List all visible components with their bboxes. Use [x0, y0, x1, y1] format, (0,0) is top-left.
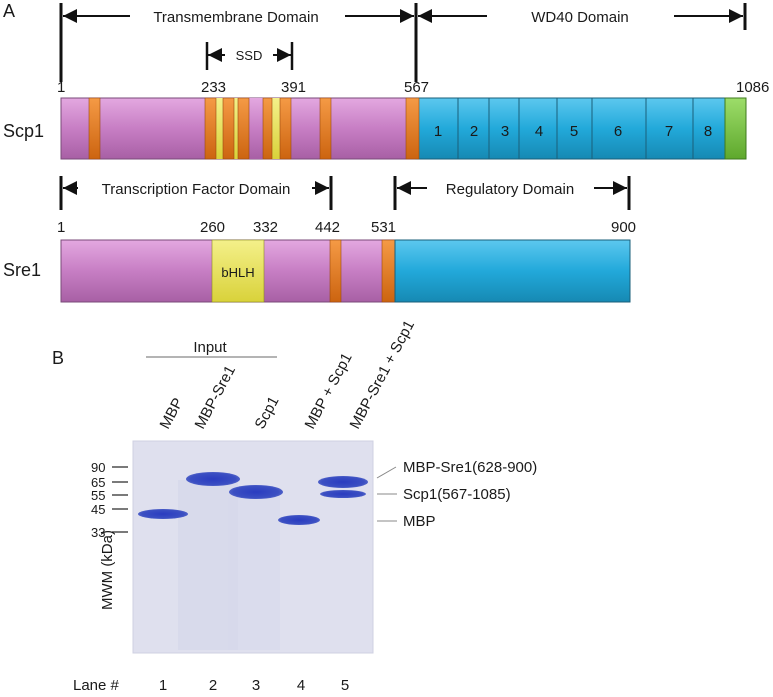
tm-helix	[405, 97, 420, 160]
scp1-pos-1086: 1086	[736, 79, 769, 96]
lane-number-4: 4	[297, 677, 305, 694]
lane-label-mbp-sre1: MBP-Sre1	[192, 363, 239, 432]
marker-55: 55	[91, 488, 105, 503]
sre1-pos-531: 531	[371, 219, 396, 236]
wd40-repeat-2: 2	[470, 123, 478, 140]
band-label-scp1: Scp1(567-1085)	[403, 486, 511, 503]
tm-helix	[237, 97, 250, 160]
band-label-mbp: MBP	[403, 513, 436, 530]
scp1-positions: 1 233 391 567 1086	[57, 79, 769, 96]
band-lane2-mbp-sre1	[186, 472, 240, 486]
tm-helix	[381, 239, 396, 303]
wd40-domain-label: WD40 Domain	[531, 9, 629, 26]
transcription-factor-domain-label: Transcription Factor Domain	[102, 181, 291, 198]
sre1-pos-900: 900	[611, 219, 636, 236]
tm-helix	[88, 97, 101, 160]
sds-page-gel	[132, 440, 374, 654]
wd40-repeat-1: 1	[434, 123, 442, 140]
sre1-positions: 1 260 332 442 531 900	[57, 219, 636, 236]
wd40-repeat-4: 4	[535, 123, 543, 140]
marker-90: 90	[91, 460, 105, 475]
scp1-pos-233: 233	[201, 79, 226, 96]
panel-a-label: A	[3, 1, 15, 21]
bhlh-label: bHLH	[221, 265, 254, 280]
lane-label-mbp: MBP	[157, 395, 187, 432]
panel-b-label: B	[52, 348, 64, 368]
sre1-pos-442: 442	[315, 219, 340, 236]
wd40-repeat-5: 5	[570, 123, 578, 140]
band-lane1-mbp	[138, 509, 188, 519]
lane-label-scp1: Scp1	[252, 394, 283, 432]
tm-helix	[222, 97, 235, 160]
lane-number-1: 1	[159, 677, 167, 694]
sre1-name: Sre1	[3, 260, 41, 280]
tm-helix	[319, 97, 332, 160]
sre1-domain-annotations: Transcription Factor Domain Regulatory D…	[59, 176, 631, 210]
band-lane5-scp1	[320, 490, 366, 498]
marker-45: 45	[91, 502, 105, 517]
regulatory-domain-label: Regulatory Domain	[446, 181, 574, 198]
scp1-protein-bar: 1 2 3 4 5 6 7 8	[60, 97, 747, 160]
band-label-mbp-sre1: MBP-Sre1(628-900)	[403, 459, 537, 476]
lane-number-3: 3	[252, 677, 260, 694]
lane-label-mbp-plus-scp1: MBP + Scp1	[302, 350, 356, 432]
sre1-protein-bar: bHLH	[60, 239, 631, 303]
lane-number-row: Lane # 1 2 3 4 5	[73, 677, 349, 694]
lane-number-2: 2	[209, 677, 217, 694]
marker-65: 65	[91, 475, 105, 490]
lane-labels: MBP MBP-Sre1 Scp1 MBP + Scp1 MBP-Sre1 + …	[157, 318, 419, 432]
tm-helix	[204, 97, 217, 160]
scp1-domain-annotations: Transmembrane Domain WD40 Domain SSD	[59, 3, 747, 82]
band-annotations: MBP-Sre1(628-900) Scp1(567-1085) MBP	[376, 459, 537, 530]
input-label: Input	[193, 339, 227, 356]
scp1-pos-1: 1	[57, 79, 65, 96]
wd40-repeat-7: 7	[665, 123, 673, 140]
lane-row-label: Lane #	[73, 677, 120, 694]
lane-label-mbp-sre1-plus-scp1: MBP-Sre1 + Scp1	[347, 318, 419, 432]
scp1-pos-391: 391	[281, 79, 306, 96]
wd40-repeat-3: 3	[501, 123, 509, 140]
mw-markers: 90 65 55 45 33	[91, 460, 128, 540]
tm-helix	[279, 97, 292, 160]
sre1-pos-1: 1	[57, 219, 65, 236]
lane-number-5: 5	[341, 677, 349, 694]
marker-33: 33	[91, 525, 105, 540]
wd40-repeat-6: 6	[614, 123, 622, 140]
tm-helix	[262, 97, 273, 160]
band-lane5-mbp-sre1	[318, 476, 368, 488]
bhlh-motif	[211, 239, 265, 303]
sre1-pos-332: 332	[253, 219, 278, 236]
wd40-repeat-8: 8	[704, 123, 712, 140]
band-lane4-mbp	[278, 515, 320, 525]
mwm-axis-label: MWM (kDa)	[99, 530, 116, 610]
tm-helix	[329, 239, 342, 303]
band-lane3-scp1	[229, 485, 283, 499]
scp1-name: Scp1	[3, 121, 44, 141]
scp1-pos-567: 567	[404, 79, 429, 96]
sre1-pos-260: 260	[200, 219, 225, 236]
transmembrane-domain-label: Transmembrane Domain	[153, 9, 318, 26]
ssd-label: SSD	[236, 48, 263, 63]
